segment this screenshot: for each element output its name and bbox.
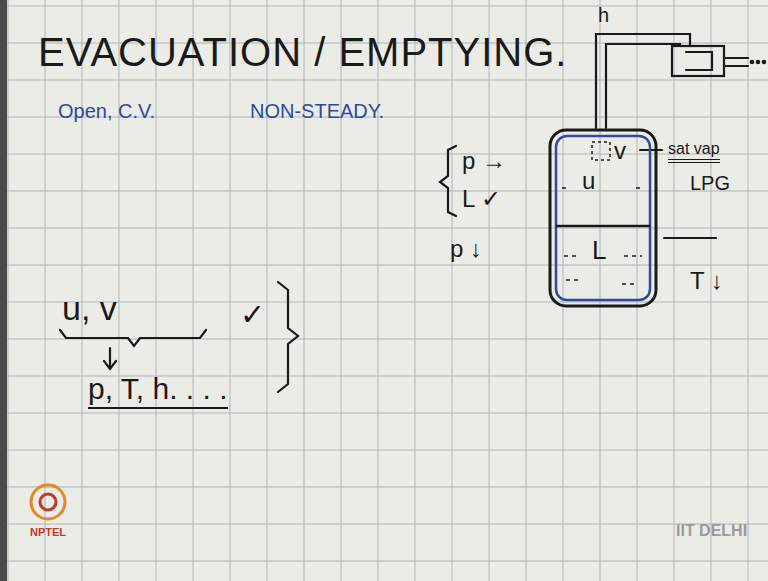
part-name: LPG — [690, 172, 730, 196]
tank-label: v — [614, 138, 626, 164]
grid-line — [674, 0, 675, 581]
note-box: NON-STEADY. — [250, 100, 384, 122]
tank-label: u — [582, 168, 595, 194]
grid-line — [230, 0, 231, 581]
curly-brace — [278, 282, 298, 392]
logo-ring — [40, 494, 56, 510]
part-name-box: LPG — [690, 172, 730, 194]
check-mark: ✓ — [240, 298, 265, 333]
fluid-mark — [562, 187, 570, 189]
grid-line — [0, 524, 768, 525]
grid-line — [0, 265, 768, 266]
outlet-dots — [751, 61, 753, 63]
watermark: IIT DELHI — [676, 522, 747, 541]
grid-line — [156, 0, 157, 581]
grid-line — [193, 0, 194, 581]
grid-line — [267, 0, 268, 581]
grid-line — [0, 80, 768, 81]
tank-inner — [556, 136, 650, 300]
grid-line — [637, 0, 638, 581]
tank-label: L — [592, 236, 606, 265]
vapour-element — [592, 142, 610, 160]
pipe — [606, 44, 680, 128]
heat-line — [664, 237, 716, 239]
grid-line — [8, 0, 9, 581]
property-pair-box: u, v — [62, 290, 117, 327]
property-list-box: p, T, h. . . . — [88, 372, 228, 405]
grid-line — [415, 0, 416, 581]
note: p ↓ — [450, 235, 482, 264]
part-name-box: sat vap — [668, 140, 720, 158]
grid-line — [378, 0, 379, 581]
curly-brace — [440, 146, 456, 216]
note: NON-STEADY. — [250, 100, 384, 124]
fluid-mark — [636, 187, 644, 189]
logo-text: NPTEL — [30, 526, 66, 540]
outlet-pipe — [724, 65, 748, 67]
arrow-line — [109, 348, 111, 368]
enthalpy-label-box: h — [598, 4, 609, 26]
note: T ↓ — [690, 267, 723, 296]
valve-inner — [686, 52, 712, 70]
note: L ✓ — [462, 185, 501, 214]
grid-line — [0, 561, 768, 562]
grid-line — [0, 450, 768, 451]
pipe — [596, 34, 690, 128]
note: p → — [462, 147, 506, 176]
note-box: p → — [462, 148, 506, 174]
outlet-dots — [757, 61, 759, 63]
tank-wall — [550, 130, 656, 306]
property-list: p, T, h. . . . — [88, 372, 228, 409]
watermark-box: IIT DELHI — [676, 522, 747, 540]
fluid-mark — [566, 279, 580, 281]
grid-line — [0, 487, 768, 488]
curly-brace — [60, 330, 206, 346]
enthalpy-label: h — [598, 4, 609, 28]
tank: vuL — [548, 128, 658, 308]
valve — [672, 46, 724, 76]
note: Open, C.V. — [58, 100, 155, 124]
note-box: L ✓ — [462, 186, 501, 212]
note-box: p ↓ — [450, 236, 482, 262]
fluid-mark — [624, 255, 642, 257]
grid-line — [0, 6, 768, 7]
grid-line — [0, 154, 768, 155]
arrow-head — [104, 361, 116, 369]
grid-line — [600, 0, 601, 581]
grid-line — [119, 0, 120, 581]
fluid-mark — [622, 283, 638, 285]
grid-line — [0, 413, 768, 414]
fluid-mark — [564, 255, 578, 257]
note-box: Open, C.V. — [58, 100, 155, 122]
grid-line — [0, 191, 768, 192]
sketch — [60, 34, 765, 392]
grid-line — [489, 0, 490, 581]
grid-line — [0, 228, 768, 229]
nptel-logo — [31, 485, 65, 519]
grid-line — [452, 0, 453, 581]
tank-outline — [548, 128, 658, 308]
grid-line — [304, 0, 305, 581]
outlet-dots — [763, 61, 765, 63]
part-name: sat vap — [668, 140, 720, 163]
grid-line — [526, 0, 527, 581]
grid-line — [341, 0, 342, 581]
grid-line — [563, 0, 564, 581]
property-pair: u, v — [62, 289, 117, 329]
liquid-surface — [556, 225, 650, 228]
grid-line — [748, 0, 749, 581]
title-box: EVACUATION / EMPTYING. — [38, 30, 567, 74]
logo-text-box: NPTEL — [30, 526, 66, 538]
page-edge — [0, 0, 7, 581]
logo-ring — [31, 485, 65, 519]
note-box: T ↓ — [690, 268, 723, 294]
outlet-pipe — [724, 57, 748, 59]
title: EVACUATION / EMPTYING. — [38, 30, 567, 74]
check-mark-box: ✓ — [240, 298, 265, 331]
